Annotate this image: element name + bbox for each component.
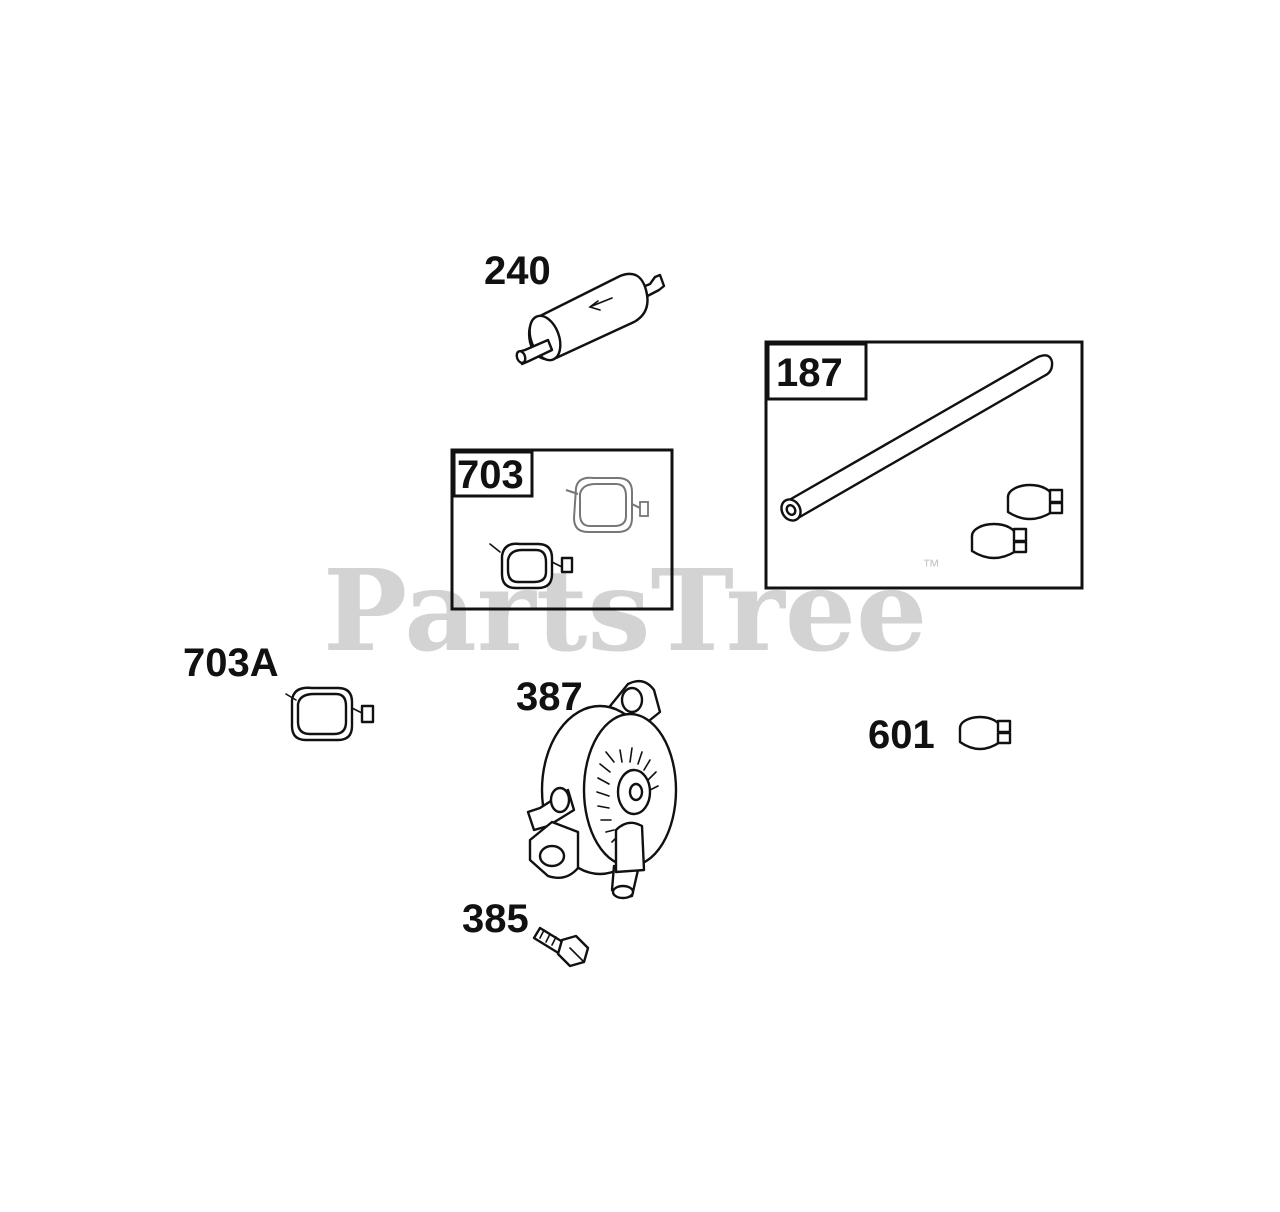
hose-clamp-icon (958, 715, 1012, 751)
hose-clamp-icon (970, 522, 1028, 560)
kit-box-703 (450, 448, 674, 611)
part-187-fuel-line-kit[interactable]: 187 (764, 340, 1084, 590)
part-240-fuel-filter[interactable]: 240 (484, 249, 666, 366)
part-385-screw[interactable]: 385 (462, 897, 590, 968)
screw-icon (532, 926, 590, 968)
part-703A-hose-clamp[interactable]: 703A (183, 641, 375, 742)
part-label-703: 703 (457, 453, 524, 497)
part-label-601: 601 (868, 713, 935, 757)
part-703-clamp-kit[interactable]: 703 (450, 448, 674, 611)
part-label-240: 240 (484, 249, 551, 293)
part-label-387: 387 (516, 675, 583, 719)
part-601-hose-clamp[interactable]: 601 (868, 713, 1012, 757)
part-label-385: 385 (462, 897, 529, 941)
part-label-187: 187 (776, 351, 843, 395)
spring-clamp-icon (489, 542, 574, 590)
watermark-trademark: ™ (922, 556, 940, 576)
part-387-fuel-pump[interactable]: 387 (516, 675, 678, 900)
label-box-187 (766, 342, 868, 401)
fuel-filter-icon (515, 272, 666, 366)
spring-clamp-icon (285, 686, 375, 742)
kit-box-187 (764, 340, 1084, 590)
watermark-text: PartsTree (323, 546, 927, 677)
fuel-line-icon (780, 354, 1054, 522)
fuel-pump-icon (526, 679, 678, 900)
hose-clamp-icon (1006, 483, 1064, 521)
label-box-703 (452, 450, 534, 498)
part-label-703A: 703A (183, 641, 279, 685)
spring-clamp-icon (565, 476, 649, 533)
